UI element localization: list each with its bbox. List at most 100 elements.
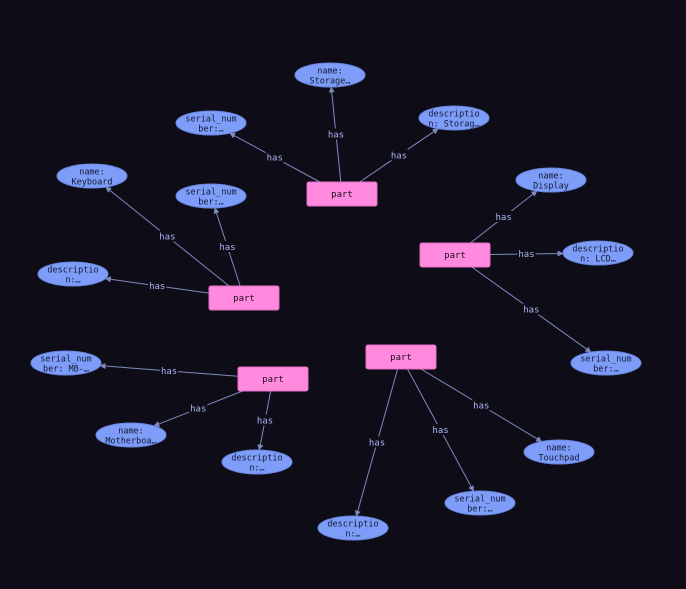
attribute-text: ber: MB-… (43, 365, 89, 375)
attribute-text: serial_num (40, 355, 91, 365)
attribute-text: serial_num (454, 495, 505, 505)
attribute-text: n:… (65, 276, 80, 286)
edge-label: has (149, 282, 165, 292)
attribute-text: n: Storag… (428, 120, 479, 130)
edge-has: has (354, 368, 399, 517)
attribute-node[interactable]: description:… (317, 515, 389, 541)
attribute-node[interactable]: serial_number:… (444, 490, 516, 516)
attribute-node[interactable]: name:Display (515, 167, 587, 193)
edge-label-bg (517, 247, 536, 259)
attribute-node[interactable]: description:… (221, 449, 293, 475)
part-node[interactable]: part (419, 242, 491, 268)
edge-has: has (359, 128, 439, 183)
attribute-text: n: LCD… (580, 255, 616, 265)
part-node[interactable]: part (306, 181, 378, 207)
attribute-node[interactable]: name:Motherboa… (95, 422, 167, 448)
edge-has: has (99, 363, 239, 377)
attribute-text: name: (118, 427, 144, 437)
edge-label: has (159, 233, 175, 243)
attribute-ellipse (515, 167, 587, 193)
edge-label: has (190, 404, 206, 414)
edge-has: has (213, 207, 241, 287)
attribute-ellipse (95, 422, 167, 448)
edge-label-bg (389, 149, 408, 161)
edge-label-bg (472, 399, 491, 411)
attribute-ellipse (523, 439, 595, 465)
edge-label-bg (431, 424, 450, 436)
part-label: part (262, 375, 284, 385)
attribute-ellipse (37, 261, 109, 287)
edge-label-bg (255, 414, 274, 426)
attribute-text: name: (546, 444, 572, 454)
attribute-text: descriptio (327, 520, 378, 530)
part-rect (237, 366, 309, 392)
edge-has: has (407, 368, 475, 492)
attribute-ellipse (30, 350, 102, 376)
attribute-text: ber:… (467, 505, 493, 515)
edge-label-bg (160, 364, 179, 376)
edge-label-bg (148, 279, 167, 291)
attribute-text: Touchpad (539, 454, 580, 464)
attribute-ellipse (221, 449, 293, 475)
edge-label: has (473, 401, 489, 411)
edge-has: has (105, 186, 230, 287)
part-label: part (233, 294, 255, 304)
attribute-text: ber:… (198, 125, 224, 135)
attribute-text: n:… (345, 530, 360, 540)
attribute-ellipse (570, 350, 642, 376)
edge-label: has (523, 306, 539, 316)
part-rect (306, 181, 378, 207)
edge-label-bg (326, 128, 345, 140)
edge-label: has (161, 367, 177, 377)
edge-label-bg (265, 151, 284, 163)
attribute-text: Keyboard (72, 178, 113, 188)
attribute-text: name: (538, 172, 564, 182)
attribute-ellipse (175, 110, 247, 136)
attribute-text: ber:… (593, 365, 619, 375)
edge-label-bg (158, 230, 177, 242)
attribute-node[interactable]: name:Keyboard (56, 163, 128, 189)
part-node[interactable]: part (237, 366, 309, 392)
attribute-node[interactable]: name:Storage… (294, 62, 366, 88)
attribute-text: Storage… (310, 77, 351, 87)
edge-label: has (391, 151, 407, 161)
edge-label: has (267, 154, 283, 164)
part-label: part (390, 353, 412, 363)
attribute-node[interactable]: description:… (37, 261, 109, 287)
attribute-text: descriptio (231, 454, 282, 464)
edge-has: has (255, 390, 274, 451)
attribute-ellipse (317, 515, 389, 541)
attribute-text: name: (317, 67, 343, 77)
edge-label-bg (522, 303, 541, 315)
attribute-node[interactable]: serial_number:… (175, 110, 247, 136)
attribute-text: ber:… (198, 198, 224, 208)
edge-label-bg (189, 402, 208, 414)
edge-label: has (496, 213, 512, 223)
part-rect (208, 285, 280, 311)
attribute-text: Motherboa… (105, 437, 156, 447)
attribute-node[interactable]: serial_number:… (175, 183, 247, 209)
attribute-text: serial_num (185, 115, 236, 125)
part-rect (365, 344, 437, 370)
attribute-text: Display (533, 182, 569, 192)
attribute-text: descriptio (428, 110, 479, 120)
edge-has: has (420, 368, 543, 443)
edge-label: has (432, 426, 448, 436)
edge-label: has (219, 243, 235, 253)
part-rect (419, 242, 491, 268)
attribute-node[interactable]: name:Touchpad (523, 439, 595, 465)
edge-has: has (153, 390, 243, 427)
part-node[interactable]: part (208, 285, 280, 311)
attribute-text: serial_num (185, 188, 236, 198)
edge-has: has (104, 276, 210, 294)
attribute-ellipse (175, 183, 247, 209)
part-node[interactable]: part (365, 344, 437, 370)
attribute-node[interactable]: serial_number:… (570, 350, 642, 376)
edge-has: has (471, 266, 592, 353)
attribute-text: name: (79, 168, 105, 178)
attribute-ellipse (444, 490, 516, 516)
